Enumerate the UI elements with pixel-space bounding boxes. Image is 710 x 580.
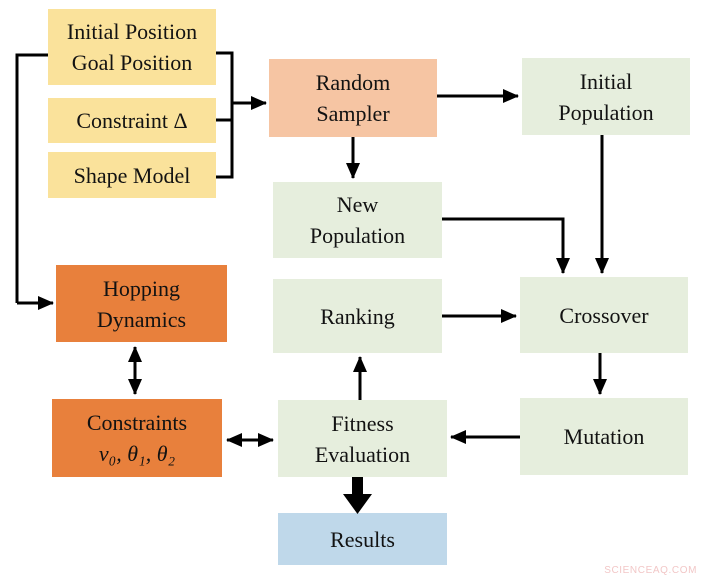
node-initial-goal-position: Initial Position Goal Position	[48, 9, 216, 85]
node-hopping-dynamics: Hopping Dynamics	[56, 265, 227, 342]
node-shape-model-label: Shape Model	[73, 162, 191, 188]
node-random-sampler-label: Random Sampler	[315, 70, 391, 126]
node-new-population: New Population	[273, 182, 442, 258]
node-mutation: Mutation	[520, 398, 688, 475]
node-ranking: Ranking	[273, 279, 442, 353]
node-results-label: Results	[330, 526, 395, 552]
node-shape-model: Shape Model	[48, 152, 216, 198]
arrow-fitness-to-results-thick	[343, 477, 372, 514]
node-crossover-label: Crossover	[559, 302, 649, 328]
node-fitness-evaluation-label: Fitness Evaluation	[314, 410, 411, 467]
node-constraint-delta: Constraint Δ	[48, 98, 216, 143]
node-initial-population-label: Initial Population	[558, 68, 654, 125]
watermark: SCIENCEAQ.COM	[604, 565, 697, 576]
node-constraint-delta-label: Constraint Δ	[76, 108, 188, 133]
node-initial-population: Initial Population	[522, 58, 690, 135]
node-new-population-label: New Population	[309, 192, 406, 248]
node-results: Results	[278, 513, 447, 565]
node-hopping-dynamics-label: Hopping Dynamics	[96, 275, 187, 332]
input-bracket-left	[15, 53, 48, 303]
node-mutation-label: Mutation	[563, 424, 645, 449]
node-constraints-math: v₀, θ₁, θ₂	[98, 441, 176, 466]
node-constraints-title: Constraints	[86, 410, 188, 435]
node-fitness-evaluation: Fitness Evaluation	[278, 400, 447, 477]
node-initial-goal-position-label: Initial Position Goal Position	[66, 19, 198, 75]
node-constraints: Constraints v₀, θ₁, θ₂	[52, 399, 222, 477]
arrow-new-population-to-crossover	[442, 217, 570, 274]
node-random-sampler: Random Sampler	[269, 59, 437, 137]
node-crossover: Crossover	[520, 277, 688, 353]
node-ranking-label: Ranking	[320, 303, 395, 329]
input-bracket-right	[216, 51, 234, 179]
